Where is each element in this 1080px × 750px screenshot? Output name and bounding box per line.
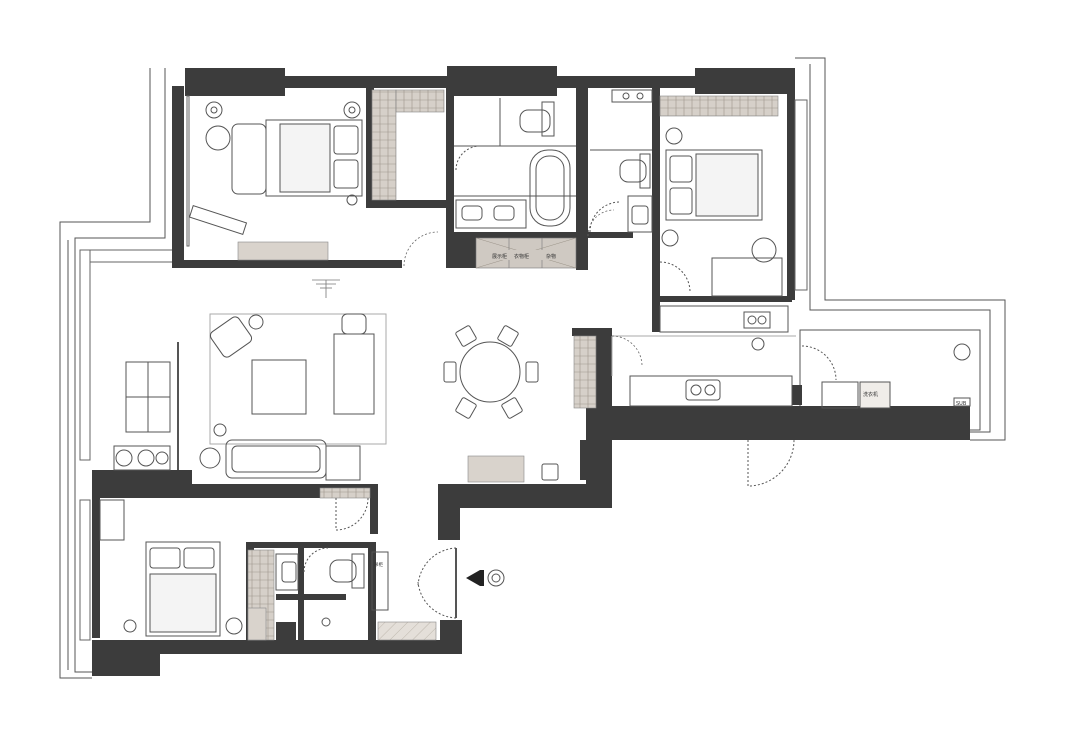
washing-machine: [821, 381, 859, 409]
bathroom-2: [589, 89, 653, 233]
bedroom3-top-cabinet: [319, 487, 371, 499]
bedroom-2: [659, 127, 783, 297]
toilet-icon: [329, 559, 357, 583]
bath3-label: 吊柜: [374, 561, 383, 568]
nightstand-lamp-icon: [665, 127, 683, 145]
bathroom-3: 吊柜: [275, 547, 389, 627]
toilet-icon: [519, 109, 551, 133]
entrance-cabinet: [377, 621, 437, 641]
toilet-icon: [619, 159, 647, 183]
armchair: [231, 123, 267, 195]
bedroom-3: [99, 497, 369, 637]
nightstand-lamp-icon: [123, 619, 137, 633]
sink-icon: [493, 205, 515, 221]
nightstand-lamp-icon: [205, 101, 223, 119]
sink-icon: [281, 561, 297, 583]
master-bedroom: [188, 101, 363, 235]
service-balcony: 洗衣机 SUB: [801, 343, 971, 409]
ceiling-light-icon: [312, 279, 340, 298]
kitchen: [611, 305, 796, 487]
living-room: [113, 313, 387, 481]
side-sofa: [333, 333, 375, 415]
bed2-top-cabinet: [659, 95, 779, 117]
kitchen-sink-icon: [685, 379, 721, 401]
armchair: [209, 316, 253, 358]
kitchen-counter-top: [659, 305, 789, 333]
dining-sideboard: [467, 455, 525, 483]
cabinets: [237, 89, 779, 641]
sink-icon: [631, 205, 649, 225]
laundry-label: 洗衣机: [863, 391, 878, 398]
nightstand-lamp-icon: [343, 101, 361, 119]
sub-label: SUB: [956, 401, 967, 407]
entrance: [417, 547, 505, 619]
windows: [79, 95, 808, 641]
entry-arrow-icon: [466, 570, 480, 586]
kitchen-counter-bottom: [629, 375, 793, 407]
stove-icon: [743, 311, 771, 329]
dining-area: [443, 325, 559, 481]
plant-planter: [113, 445, 171, 471]
person-icon: [487, 569, 505, 587]
cabinet-label-3: 杂物: [546, 253, 556, 260]
cabinet-label-1: 展示柜: [492, 253, 507, 260]
walls: [92, 66, 970, 676]
bathtub: [529, 149, 571, 227]
master-bed-cabinet: [395, 89, 445, 113]
walk-in-closet-cabinet: [371, 89, 397, 201]
area-rug: [209, 313, 387, 445]
nightstand-lamp-icon: [661, 229, 679, 247]
dining-table: [459, 341, 521, 403]
nightstand-lamp-icon: [225, 617, 243, 635]
desk: [711, 257, 783, 297]
cabinet-label-2: 衣物柜: [514, 253, 529, 260]
coffee-table: [251, 359, 307, 415]
bed3-desk: [247, 607, 267, 641]
master-bathroom: [454, 98, 576, 229]
sink-icon: [461, 205, 483, 221]
tv-cabinet: [237, 241, 329, 261]
labeled-cabinet-block: 展示柜 衣物柜 杂物: [475, 237, 577, 269]
exterior-outline: [59, 57, 1006, 679]
kitchen-tall-cabinet: [573, 335, 597, 409]
door-swings: [403, 209, 643, 367]
